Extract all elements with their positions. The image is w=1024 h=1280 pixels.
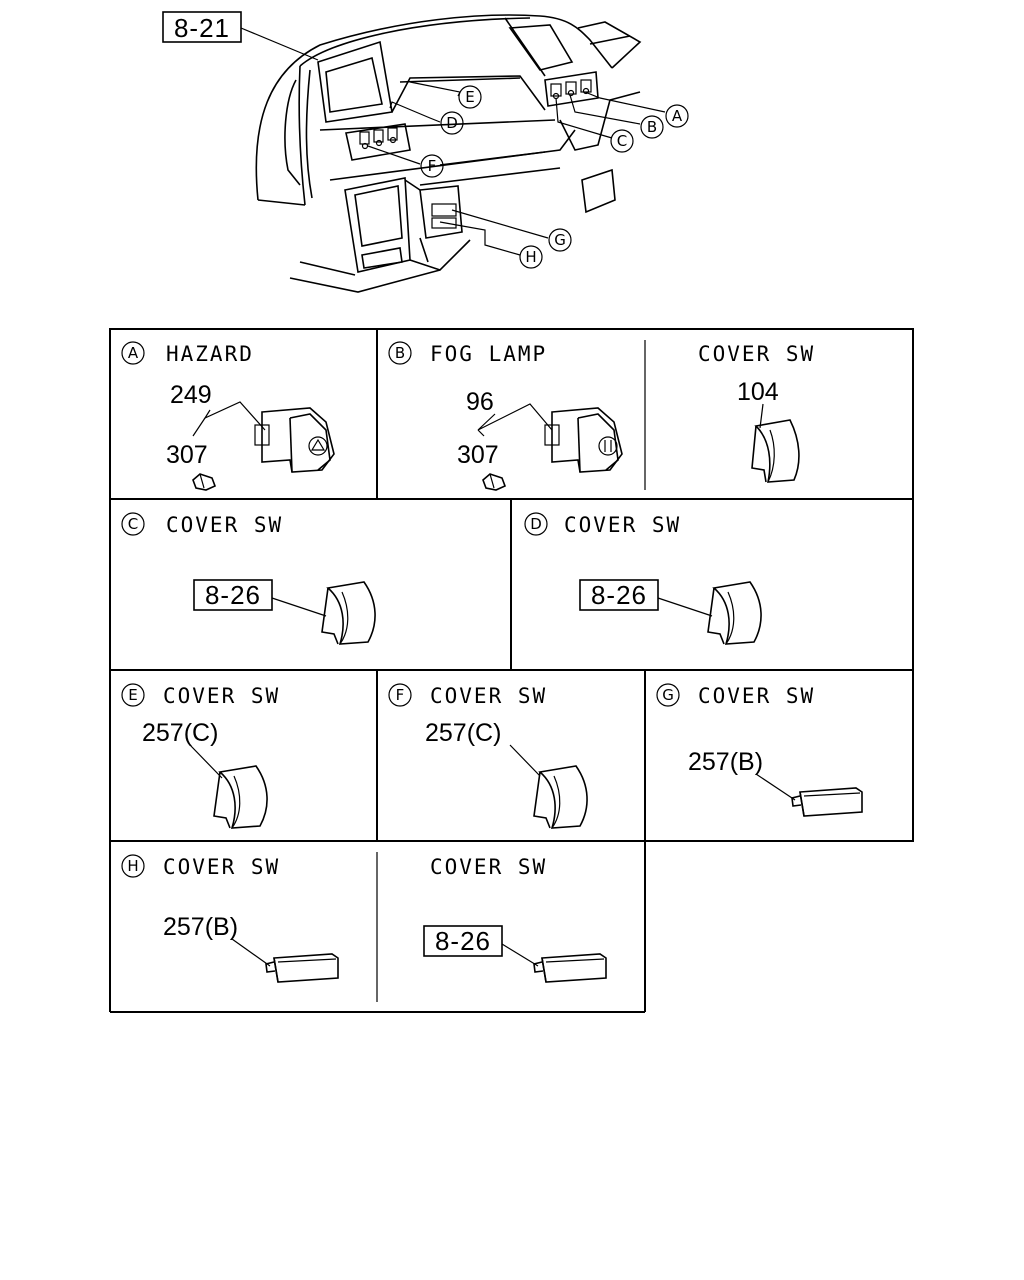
cover-sw-icon-g bbox=[791, 787, 863, 817]
svg-text:E: E bbox=[465, 88, 474, 106]
panel-a-title: HAZARD bbox=[166, 342, 254, 366]
overview-ref-box[interactable]: 8-21 bbox=[162, 11, 242, 43]
cover-sw-icon-h2 bbox=[533, 953, 607, 983]
svg-text:F: F bbox=[428, 157, 437, 175]
panel-b-title: FOG LAMP bbox=[430, 342, 547, 366]
svg-text:B: B bbox=[647, 118, 657, 136]
svg-text:A: A bbox=[672, 107, 683, 125]
panel-g-cover-sw: G COVER SW 257(B) bbox=[656, 683, 863, 817]
part-307-label[interactable]: 307 bbox=[166, 441, 208, 469]
cover-sw-icon-f bbox=[533, 765, 588, 829]
part-104-label[interactable]: 104 bbox=[737, 378, 779, 406]
panel-c-letter: C bbox=[121, 512, 145, 536]
panel-f-cover-sw: F COVER SW 257(C) bbox=[388, 683, 588, 829]
cover-sw-icon-104 bbox=[751, 419, 800, 483]
callout-e[interactable]: E bbox=[458, 85, 482, 109]
svg-text:8-26: 8-26 bbox=[205, 580, 261, 610]
panel-c-ref-box[interactable]: 8-26 bbox=[193, 579, 273, 611]
panel-d-ref-box[interactable]: 8-26 bbox=[579, 579, 659, 611]
callout-c[interactable]: C bbox=[610, 129, 634, 153]
panel-h-letter: H bbox=[121, 854, 145, 878]
panel-h2-title: COVER SW bbox=[430, 855, 547, 879]
part-257c-label-e[interactable]: 257(C) bbox=[142, 719, 218, 747]
cover-sw-icon-e bbox=[213, 765, 268, 829]
bulb-icon bbox=[192, 473, 217, 491]
panel-c-cover-sw: C COVER SW 8-26 bbox=[121, 512, 376, 645]
panel-e-title: COVER SW bbox=[163, 684, 280, 708]
part-257b-label-h[interactable]: 257(B) bbox=[163, 913, 238, 941]
parts-grid bbox=[109, 328, 914, 1013]
part-307-label-b[interactable]: 307 bbox=[457, 441, 499, 469]
panel-b2-title: COVER SW bbox=[698, 342, 815, 366]
cover-sw-icon-d bbox=[707, 581, 762, 645]
panel-h-cover-sw: H COVER SW 257(B) bbox=[121, 854, 339, 983]
svg-text:E: E bbox=[128, 686, 137, 704]
svg-text:8-26: 8-26 bbox=[435, 926, 491, 956]
svg-text:H: H bbox=[127, 857, 138, 875]
fog-lamp-switch-icon bbox=[544, 407, 623, 473]
panel-b2-cover-sw: COVER SW 104 bbox=[698, 342, 815, 483]
svg-text:G: G bbox=[662, 686, 674, 704]
panel-d-title: COVER SW bbox=[564, 513, 681, 537]
callout-g[interactable]: G bbox=[548, 228, 572, 252]
callout-d[interactable]: D bbox=[440, 111, 464, 135]
svg-text:8-26: 8-26 bbox=[591, 580, 647, 610]
callout-b[interactable]: B bbox=[640, 115, 664, 139]
panel-b-letter: B bbox=[388, 341, 412, 365]
part-257b-label-g[interactable]: 257(B) bbox=[688, 748, 763, 776]
panel-e-cover-sw: E COVER SW 257(C) bbox=[121, 683, 280, 829]
svg-text:F: F bbox=[396, 686, 405, 704]
svg-text:D: D bbox=[446, 114, 458, 132]
panel-d-cover-sw: D COVER SW 8-26 bbox=[524, 512, 762, 645]
panel-a-letter: A bbox=[121, 341, 145, 365]
hazard-switch-icon bbox=[254, 407, 335, 473]
cover-sw-icon-c bbox=[321, 581, 376, 645]
panel-f-letter: F bbox=[388, 683, 412, 707]
panel-g-letter: G bbox=[656, 683, 680, 707]
panel-c-title: COVER SW bbox=[166, 513, 283, 537]
panel-d-letter: D bbox=[524, 512, 548, 536]
part-249-label[interactable]: 249 bbox=[170, 381, 212, 409]
panel-b-fog-lamp: B FOG LAMP 96 307 bbox=[388, 341, 623, 491]
svg-text:C: C bbox=[617, 132, 627, 150]
part-257c-label-f[interactable]: 257(C) bbox=[425, 719, 501, 747]
cover-sw-icon-h bbox=[265, 953, 339, 983]
panel-g-title: COVER SW bbox=[698, 684, 815, 708]
callout-f[interactable]: F bbox=[420, 154, 444, 178]
part-96-label[interactable]: 96 bbox=[466, 388, 494, 416]
bulb-icon-b bbox=[482, 473, 507, 491]
panel-a-hazard: A HAZARD 249 307 bbox=[121, 341, 335, 491]
panel-f-title: COVER SW bbox=[430, 684, 547, 708]
dashboard-overview: 8-21 bbox=[162, 11, 689, 293]
callout-h[interactable]: H bbox=[519, 245, 543, 269]
svg-text:C: C bbox=[128, 515, 138, 533]
svg-text:H: H bbox=[525, 248, 536, 266]
panel-h-title: COVER SW bbox=[163, 855, 280, 879]
callout-a[interactable]: A bbox=[665, 104, 689, 128]
panel-h2-cover-sw: COVER SW 8-26 bbox=[423, 855, 607, 983]
panel-e-letter: E bbox=[121, 683, 145, 707]
panel-h2-ref-box[interactable]: 8-26 bbox=[423, 925, 503, 957]
svg-text:A: A bbox=[128, 344, 139, 362]
svg-text:G: G bbox=[554, 231, 566, 249]
svg-text:B: B bbox=[395, 344, 405, 362]
svg-text:D: D bbox=[530, 515, 542, 533]
svg-text:8-21: 8-21 bbox=[174, 13, 230, 43]
